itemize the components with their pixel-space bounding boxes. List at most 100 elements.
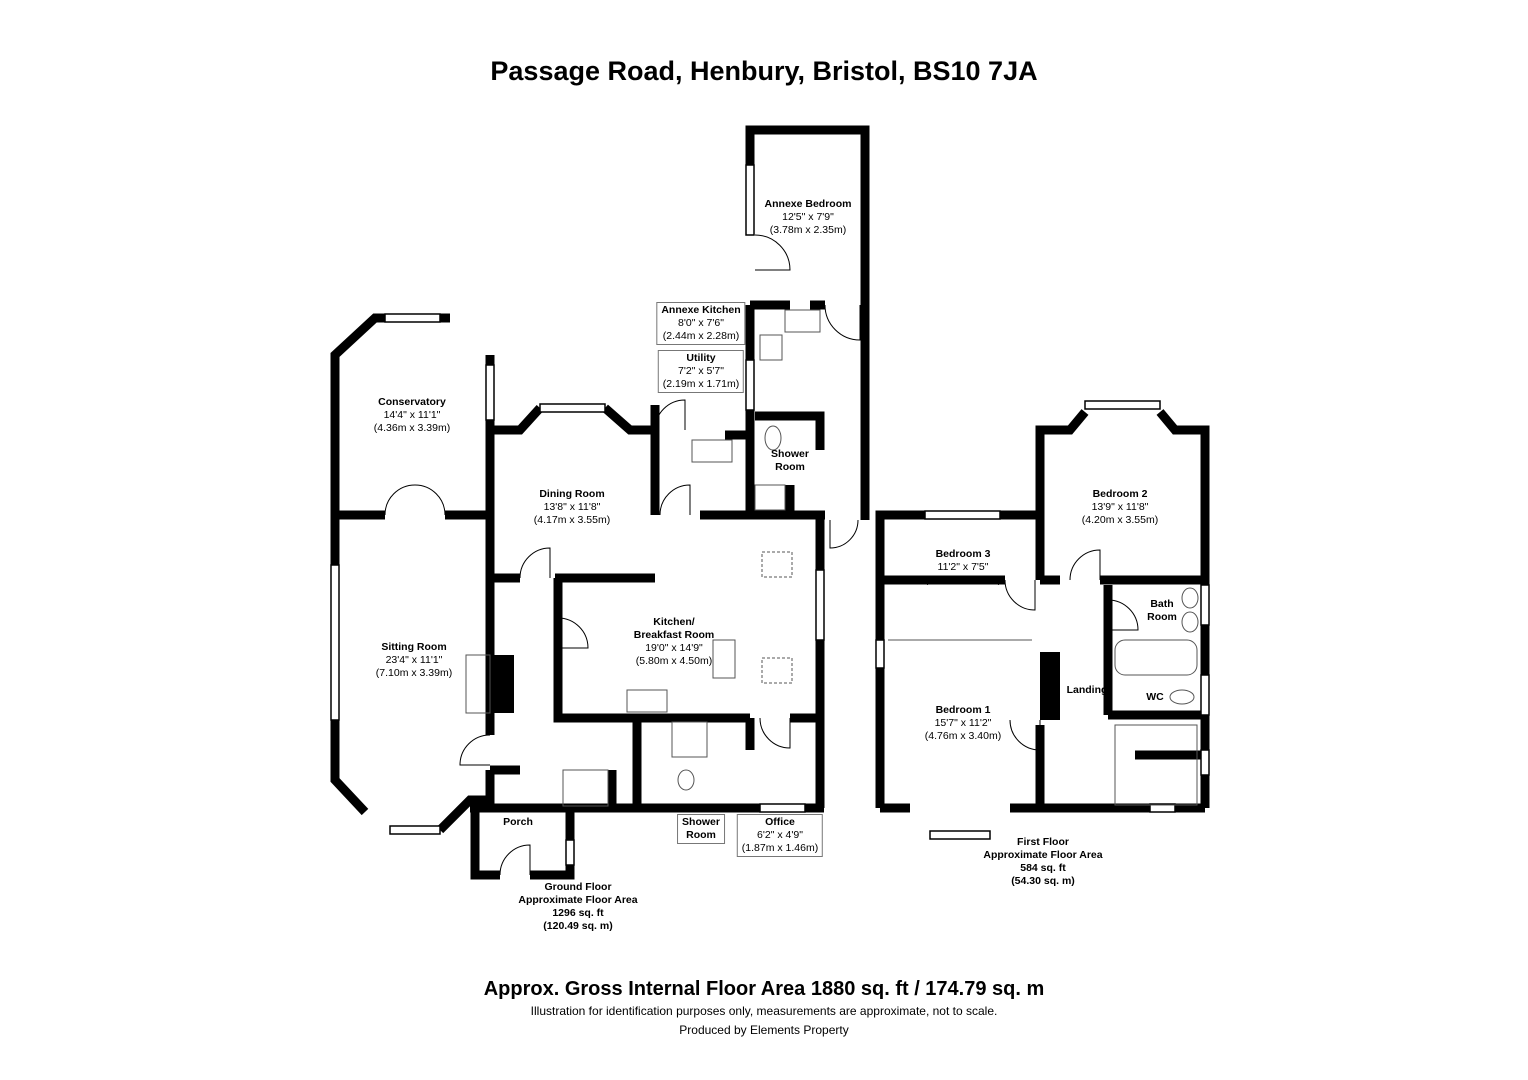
room-name: Sitting Room (381, 641, 447, 653)
door-arc (1107, 599, 1139, 631)
window (815, 569, 825, 641)
door-arc (499, 844, 531, 876)
door-arc (519, 547, 551, 579)
window (745, 359, 755, 411)
room-name: Annexe Kitchen (661, 304, 741, 316)
hob (759, 334, 783, 361)
sitting-room-chimney (490, 655, 514, 713)
page-title: Passage Road, Henbury, Bristol, BS10 7JA (490, 56, 1038, 86)
room-name: Shower (771, 448, 809, 460)
window (759, 803, 806, 813)
door-arc (459, 734, 491, 766)
room-name: Shower (682, 816, 720, 828)
room-sitting-room: Sitting Room 23'4" x 11'1" (7.10m x 3.39… (376, 641, 452, 680)
basin (1181, 611, 1199, 633)
sitting-room-walls-2 (330, 720, 369, 816)
floor-name: First Floor (1017, 836, 1069, 848)
room-name: Kitchen/ (653, 616, 695, 628)
room-size-imperial: 12'5" x 7'9" (782, 211, 834, 223)
door-arc (1004, 579, 1036, 611)
basin (1181, 587, 1199, 609)
room-bedroom-2: Bedroom 2 13'9" x 11'8" (4.20m x 3.55m) (1082, 488, 1158, 527)
door-arc (654, 399, 686, 431)
sink (784, 309, 821, 333)
first-floor-area: First Floor Approximate Floor Area 584 s… (983, 836, 1102, 888)
room-size-metric: (4.76m x 3.40m) (924, 730, 1002, 742)
room-size-metric: (3.40m x 2.27m) (924, 574, 1002, 586)
room-size-metric: (3.78m x 2.35m) (769, 224, 847, 236)
room-annexe-shower-room: Shower Room (771, 448, 809, 474)
room-name: Breakfast Room (633, 629, 715, 641)
sink (626, 689, 668, 713)
skylight (761, 551, 793, 578)
floor-area-sqm: (120.49 sq. m) (543, 920, 613, 932)
producer-credit: Produced by Elements Property (679, 1023, 849, 1037)
window (539, 403, 606, 413)
doors (384, 234, 1139, 876)
room-size-imperial: 11'2" x 7'5" (937, 561, 989, 573)
room-name: Bath (1150, 598, 1174, 610)
room-size-imperial: 14'4" x 11'1" (383, 409, 441, 421)
toilet (677, 769, 695, 791)
room-name: Annexe Bedroom (764, 198, 852, 210)
window (924, 510, 1001, 520)
room-bedroom-3: Bedroom 3 11'2" x 7'5" (3.40m x 2.27m) (925, 548, 1001, 587)
fixtures (465, 309, 1199, 807)
toilet (764, 425, 782, 451)
room-name: Utility (686, 352, 716, 364)
dining-room-walls-2 (602, 404, 660, 515)
landing-chimney (1040, 652, 1060, 720)
floor-area-sqm: (54.30 sq. m) (1011, 875, 1075, 887)
bedroom-2-walls-2 (1156, 409, 1210, 585)
window (1200, 674, 1210, 716)
room-name: Conservatory (378, 396, 446, 408)
windows (330, 164, 1210, 866)
window (384, 313, 441, 323)
bath (1114, 639, 1198, 676)
window (330, 564, 340, 721)
door-arc (1069, 549, 1101, 581)
room-size-imperial: 23'4" x 11'1" (385, 654, 443, 666)
room-annexe-kitchen: Annexe Kitchen 8'0" x 7'6" (2.44m x 2.28… (656, 302, 746, 345)
porch-walls (470, 808, 500, 880)
window (1200, 749, 1210, 776)
room-size-metric: (1.87m x 1.46m) (741, 842, 819, 854)
room-name: Bedroom 1 (935, 704, 991, 716)
fireplace-hearth (465, 654, 491, 714)
room-size-metric: (2.19m x 1.71m) (662, 378, 740, 390)
room-size-imperial: 7'2" x 5'7" (678, 365, 724, 377)
dining-room-walls (490, 404, 544, 435)
room-landing: Landing (1067, 684, 1108, 697)
room-size-metric: (5.80m x 4.50m) (635, 655, 713, 667)
door-arc (754, 234, 791, 271)
window (745, 164, 755, 236)
room-conservatory: Conservatory 14'4" x 11'1" (4.36m x 3.39… (374, 396, 450, 435)
annexe-shower-walls (755, 411, 825, 450)
shower-tray (671, 721, 708, 758)
room-size-metric: (2.44m x 2.28m) (662, 330, 740, 342)
door-arc (829, 519, 859, 549)
shower-tray (754, 484, 786, 511)
room-size-imperial: 15'7" x 11'2" (934, 717, 992, 729)
room-bedroom-1: Bedroom 1 15'7" x 11'2" (4.76m x 3.40m) (925, 704, 1001, 743)
room-utility: Utility 7'2" x 5'7" (2.19m x 1.71m) (657, 350, 745, 393)
window (875, 639, 885, 669)
room-wc: WC (1146, 691, 1164, 704)
sink (691, 439, 733, 463)
bedroom-3-walls (875, 510, 925, 640)
room-size-metric: (4.20m x 3.55m) (1081, 514, 1159, 526)
room-name: Office (765, 816, 795, 828)
stairs (1114, 724, 1198, 806)
door-arc (557, 617, 589, 649)
room-size-metric: (4.36m x 3.39m) (373, 422, 451, 434)
room-name: Room (1147, 611, 1177, 623)
door-arc (384, 484, 446, 516)
floor-area-label: Approximate Floor Area (518, 894, 638, 906)
floor-name: Ground Floor (544, 881, 612, 893)
window (389, 825, 441, 835)
room-annexe-bedroom: Annexe Bedroom 12'5" x 7'9" (3.78m x 2.3… (765, 198, 852, 237)
room-size-imperial: 13'8" x 11'8" (543, 501, 601, 513)
kitchen-walls (553, 578, 750, 723)
door-arc (759, 717, 791, 749)
